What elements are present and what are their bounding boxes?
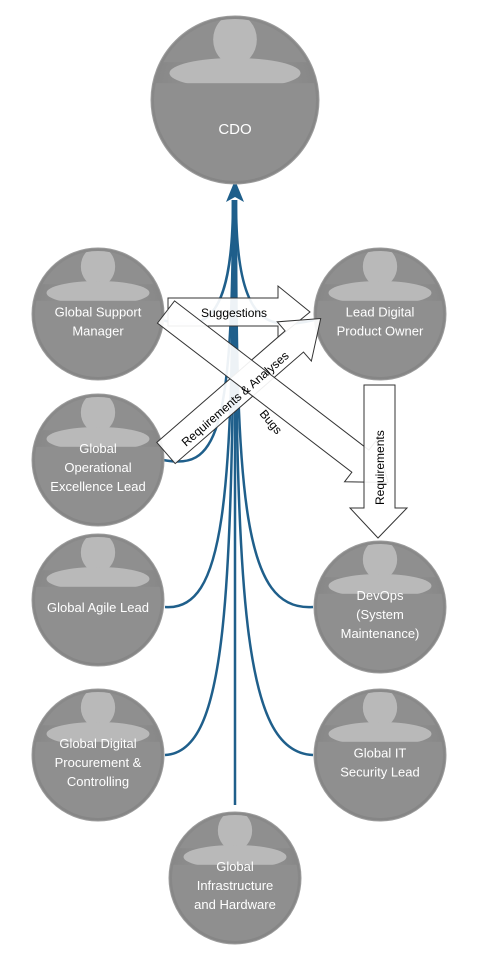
node-label: (System [356,607,404,622]
person-icon [317,251,443,377]
connector-digital-procurement [164,199,236,757]
node-label: Global Digital [59,736,136,751]
requirements-label: Requirements [373,430,387,505]
connector-arrowhead [226,180,244,202]
node-label: Operational [64,460,131,475]
node-label: Maintenance) [341,626,420,641]
node-label: Procurement & [55,755,142,770]
node-label: Manager [72,324,124,339]
node-cdo: CDO [150,15,320,185]
node-label: and Hardware [194,897,276,912]
reporting-lines [161,199,315,805]
requirements-analyses-arrow [156,317,322,465]
node-label: Controlling [67,774,129,789]
block-arrows [156,284,409,539]
node-label: CDO [218,121,251,138]
node-label: Excellence Lead [50,479,145,494]
node-label: Global Agile Lead [47,600,149,615]
node-label: Global [79,441,117,456]
node-global-agile-lead: Global Agile Lead [31,533,165,667]
node-global-it-security-lead: Global IT Security Lead [313,688,447,822]
node-label: Global [216,859,254,874]
node-label: DevOps [357,588,404,603]
node-label: Infrastructure [197,878,274,893]
node-label: Global Support [55,305,142,320]
node-label: Global IT [354,746,407,761]
requirements-arrow [348,384,409,539]
node-label: Lead Digital [346,305,415,320]
connector-it-security [233,199,314,757]
node-label: Security Lead [340,765,420,780]
suggestions-label: Suggestions [201,306,267,320]
node-label: Product Owner [337,324,424,339]
